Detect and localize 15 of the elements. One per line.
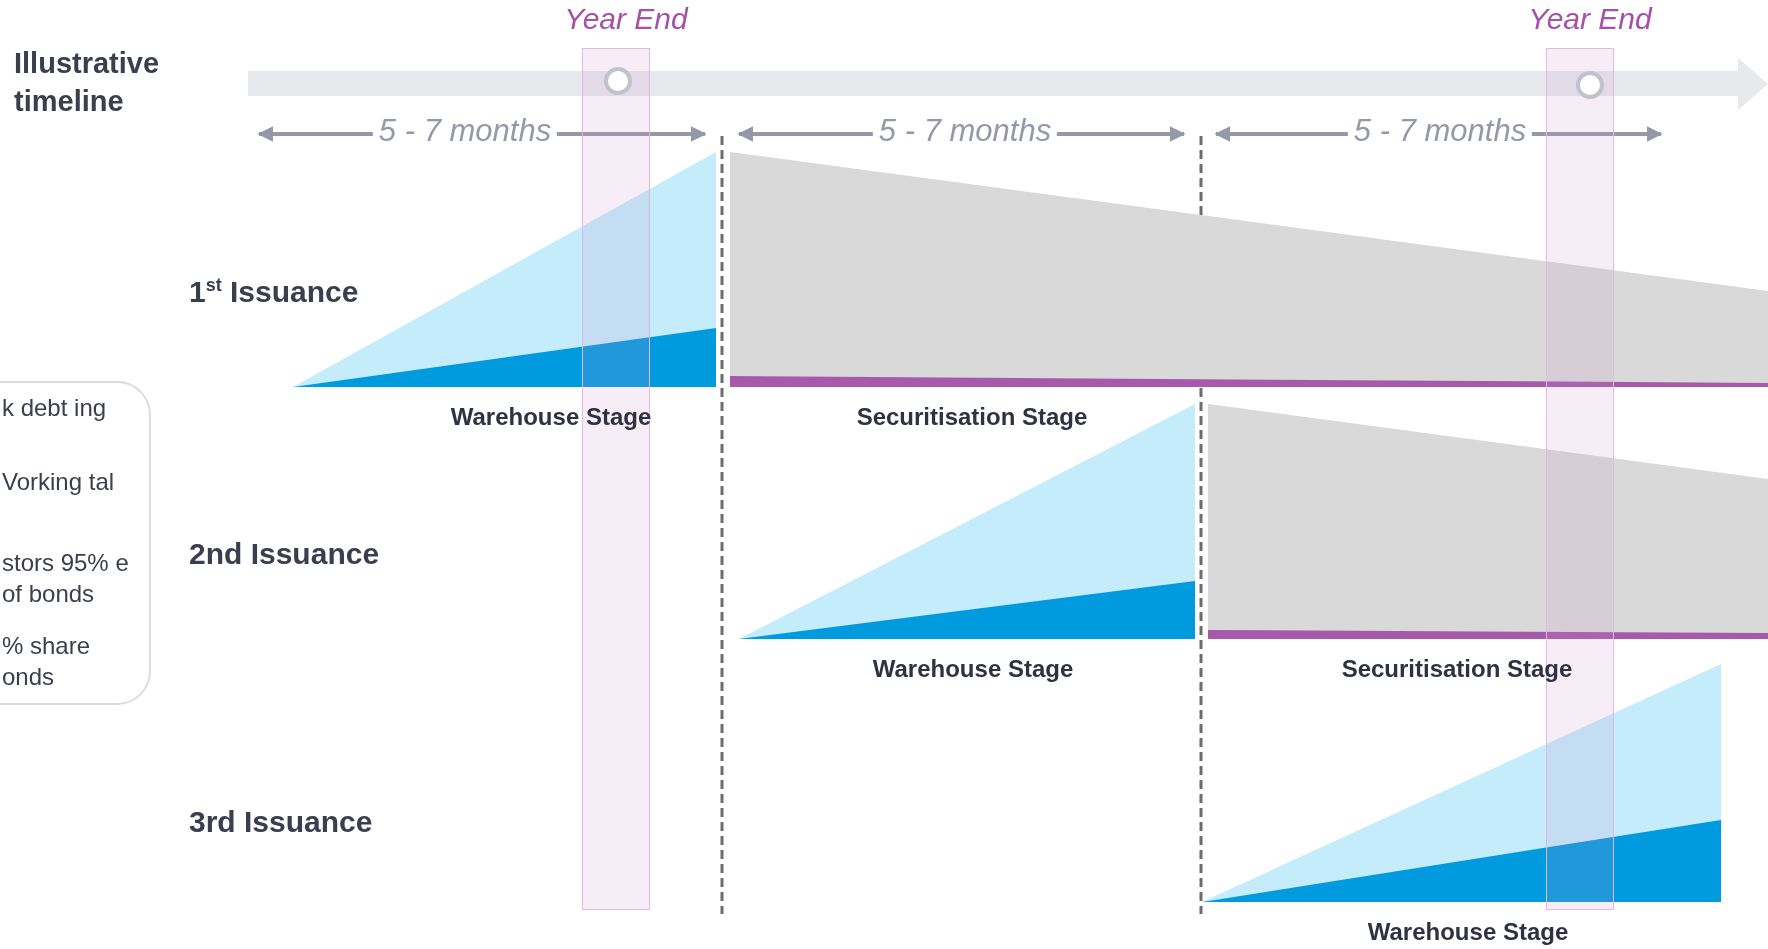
issuance-label: 1$^{st}$ Issuance xyxy=(189,275,359,309)
legend-text: Vorking tal xyxy=(2,467,116,497)
issuance-label: 3rd Issuance xyxy=(189,805,373,839)
year-end-label: Year End xyxy=(564,2,688,36)
year-end-label: Year End xyxy=(1528,2,1652,36)
stage-label: Securitisation Stage xyxy=(856,403,1088,431)
issuance-label: 2nd Issuance xyxy=(189,537,380,571)
stage-label: Securitisation Stage xyxy=(1341,655,1573,683)
legend-text: stors 95% e of bonds xyxy=(2,548,130,609)
stage-label: Warehouse Stage xyxy=(1367,918,1569,946)
legend-text: % share onds xyxy=(2,631,92,692)
legend-text: k debt ing xyxy=(2,393,108,423)
row-heading: Illustrative timeline xyxy=(14,46,161,119)
stage-label: Warehouse Stage xyxy=(450,403,652,431)
stage-label: Warehouse Stage xyxy=(872,655,1074,683)
